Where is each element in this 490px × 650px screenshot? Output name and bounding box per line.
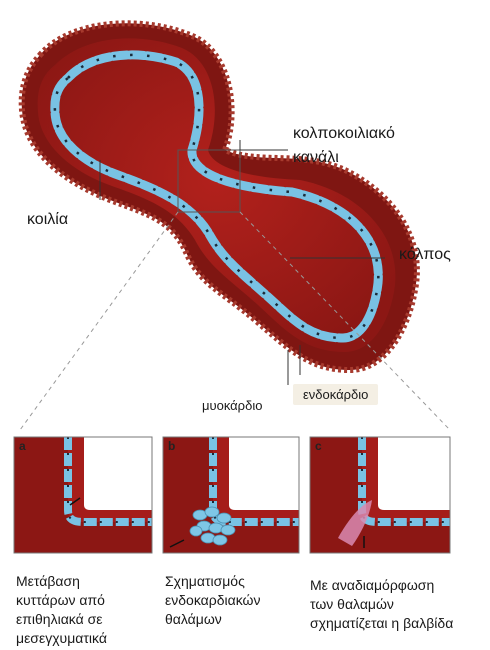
panel-c bbox=[310, 437, 450, 553]
label-endocardium: ενδοκάρδιο bbox=[293, 384, 378, 405]
label-av-canal: κολποκοιλιακό κανάλι bbox=[293, 122, 395, 170]
panel-b bbox=[163, 437, 299, 553]
panel-a-letter: a bbox=[19, 439, 26, 453]
panel-b-letter: b bbox=[168, 439, 175, 453]
projection-line-left bbox=[20, 212, 178, 430]
panel-c-letter: c bbox=[315, 439, 322, 453]
caption-b: Σχηματισμός ενδοκαρδιακών θαλάμων bbox=[165, 572, 260, 629]
label-atrium: κόλπος bbox=[399, 245, 451, 264]
caption-c: Με αναδιαμόρφωση των θαλαμών σχηματίζετα… bbox=[310, 576, 453, 633]
caption-a: Μετάβαση κυττάρων από επιθηλιακά σε μεσε… bbox=[16, 572, 107, 648]
leader-av-canal bbox=[240, 140, 288, 150]
label-myocardium: μυοκάρδιο bbox=[202, 398, 262, 414]
label-ventricle: κοιλία bbox=[27, 210, 68, 229]
panel-a bbox=[14, 437, 152, 553]
